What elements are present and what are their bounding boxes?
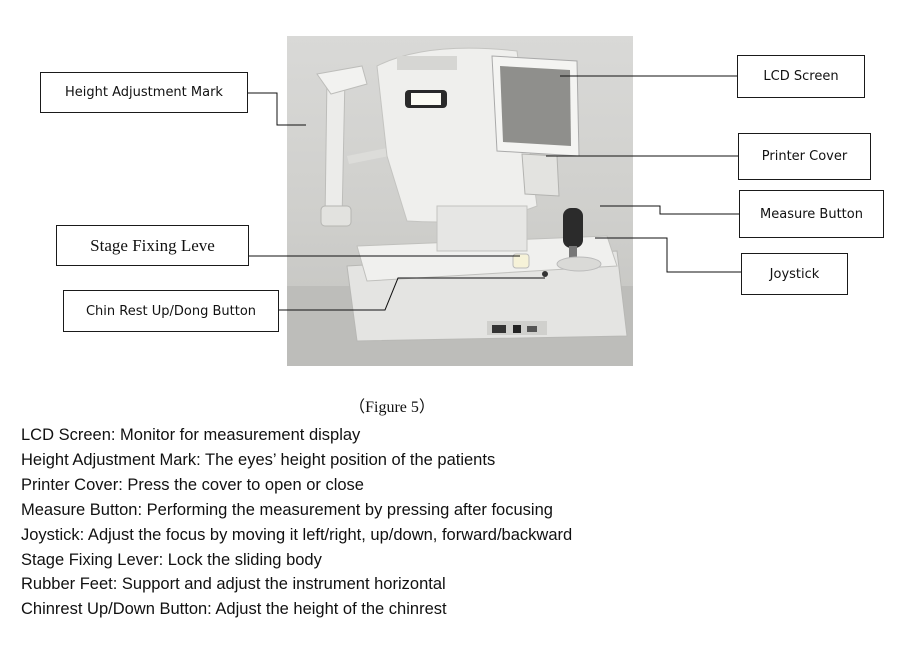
connector-port xyxy=(492,325,506,333)
joystick-shaft xyxy=(569,246,577,258)
joystick-handle xyxy=(563,208,583,248)
label-text: Joystick xyxy=(769,266,820,282)
joystick-base xyxy=(556,256,602,272)
forehead-rest xyxy=(316,65,368,95)
fuse-holder xyxy=(527,326,537,332)
description-item: Printer Cover: Press the cover to open o… xyxy=(21,475,364,494)
description-item: Measure Button: Performing the measureme… xyxy=(21,500,553,519)
label-printer-cover: Printer Cover xyxy=(738,133,871,180)
label-text: Chin Rest Up/Dong Button xyxy=(85,303,257,319)
chinrest-button xyxy=(542,271,548,277)
description-item: LCD Screen: Monitor for measurement disp… xyxy=(21,426,361,444)
description-item: Chinrest Up/Down Button: Adjust the heig… xyxy=(21,600,447,619)
vent-grille xyxy=(397,56,457,70)
label-text: Printer Cover xyxy=(761,149,848,164)
label-lcd-screen: LCD Screen xyxy=(737,55,865,98)
description-item: Stage Fixing Lever: Lock the sliding bod… xyxy=(21,550,322,569)
printer-cover xyxy=(521,153,560,197)
label-joystick: Joystick xyxy=(741,253,848,295)
chin-cup xyxy=(320,205,352,227)
stage-fixing-lever xyxy=(512,253,530,269)
label-text: Stage Fixing Leve xyxy=(90,235,215,255)
label-stage-fixing-lever: Stage Fixing Leve xyxy=(56,225,249,266)
label-text: LCD Screen xyxy=(763,69,839,84)
lcd-screen xyxy=(500,66,571,146)
description-item: Height Adjustment Mark: The eyes’ height… xyxy=(21,450,496,469)
label-text: Measure Button xyxy=(760,206,863,222)
description-item: Joystick: Adjust the focus by moving it … xyxy=(21,525,573,544)
label-height-adjustment-mark: Height Adjustment Mark xyxy=(40,72,248,113)
caption-text: （Figure 5） xyxy=(349,399,435,416)
instrument-illustration xyxy=(287,47,633,366)
instrument-photo xyxy=(287,36,633,366)
description-item: Rubber Feet: Support and adjust the inst… xyxy=(21,575,446,594)
chinrest-pole xyxy=(324,75,346,222)
label-measure-button: Measure Button xyxy=(739,190,884,238)
power-switch xyxy=(513,325,521,333)
figure-caption: （Figure 5） xyxy=(0,393,904,417)
label-text: Height Adjustment Mark xyxy=(65,85,223,100)
height-mark-window xyxy=(411,93,441,105)
label-chinrest-button: Chin Rest Up/Dong Button xyxy=(63,290,279,332)
description-list: LCD Screen: Monitor for measurement disp… xyxy=(21,423,572,622)
device-column xyxy=(436,205,528,252)
